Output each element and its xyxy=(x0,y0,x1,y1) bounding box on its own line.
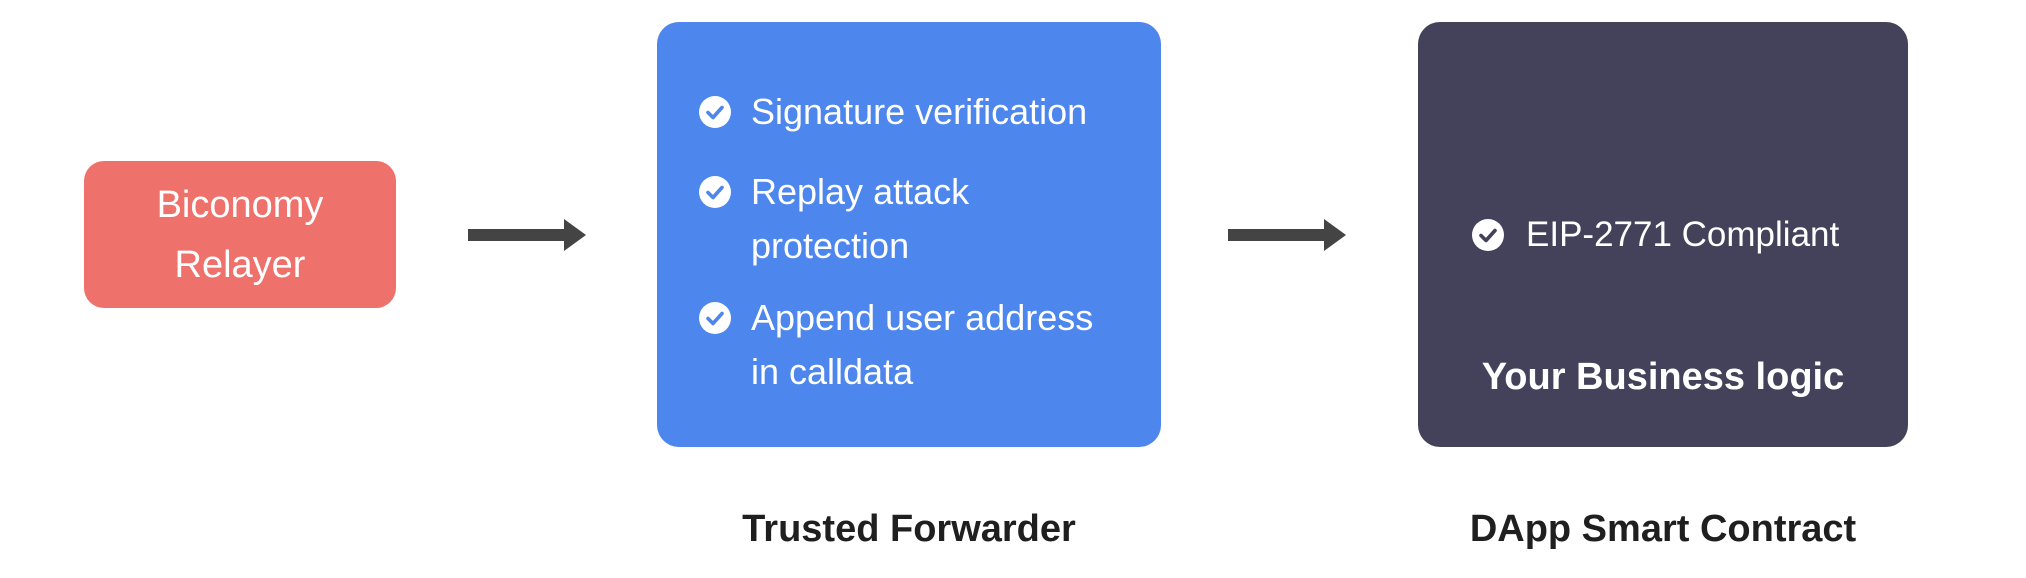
check-circle-icon xyxy=(1472,219,1504,251)
check-circle-icon xyxy=(699,96,731,128)
feature-text: Signature verification xyxy=(751,91,1088,132)
biconomy-relayer-box: Biconomy Relayer xyxy=(84,161,396,308)
feature-text: EIP-2771 Compliant xyxy=(1526,215,1840,254)
forwarder-feature: Replay attack protection xyxy=(699,165,1129,273)
check-circle-icon xyxy=(699,302,731,334)
arrow-right-icon xyxy=(1228,219,1346,251)
business-logic-label: Your Business logic xyxy=(1481,356,1845,398)
relayer-label: Biconomy Relayer xyxy=(156,183,324,286)
trusted-forwarder-box: Signature verification Replay attack pro… xyxy=(657,22,1161,447)
dapp-smart-contract-box: EIP-2771 Compliant Your Business logic xyxy=(1418,22,1908,447)
check-circle-icon xyxy=(699,176,731,208)
dapp-contract-caption: DApp Smart Contract xyxy=(1469,508,1857,550)
trusted-forwarder-caption: Trusted Forwarder xyxy=(742,508,1076,550)
feature-text: Append user address in calldata xyxy=(751,297,1094,392)
contract-feature: EIP-2771 Compliant xyxy=(1472,208,1892,262)
feature-text: Replay attack protection xyxy=(751,171,970,266)
forwarder-feature: Signature verification xyxy=(699,85,1129,139)
arrow-right-icon xyxy=(468,219,586,251)
forwarder-feature: Append user address in calldata xyxy=(699,291,1129,399)
